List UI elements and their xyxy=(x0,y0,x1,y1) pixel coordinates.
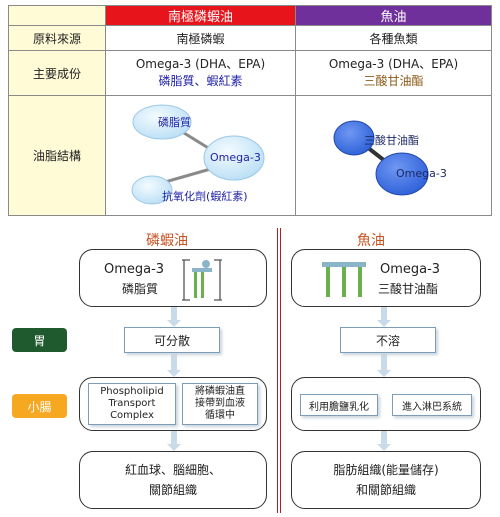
krill-ingredients: Omega-3 (DHA、EPA) 磷脂質、蝦紅素 xyxy=(105,50,296,96)
row-label-structure: 油脂結構 xyxy=(8,95,106,216)
krill-ingredients-line2: 磷脂質、蝦紅素 xyxy=(158,74,243,88)
krill-top-phospholipid: 磷脂質 xyxy=(122,282,159,296)
antioxidant-label: 抗氧化劑(蝦紅素) xyxy=(162,190,248,203)
krill-intestine-box: Phospholipid Transport Complex 將磷蝦油直 接帶到… xyxy=(79,377,267,431)
transport-line2: 接帶到血液 xyxy=(195,398,245,409)
fish-source: 各種魚類 xyxy=(295,25,492,51)
ppc-line2: Transport xyxy=(108,398,156,409)
transport-line1: 將磷蝦油直 xyxy=(195,386,245,397)
fish-bile-emulsify: 利用膽鹽乳化 xyxy=(300,394,378,416)
comparison-table: 南極磷蝦油 魚油 原料來源 南極磷蝦 各種魚類 主要成份 Omega-3 (DH… xyxy=(8,5,492,216)
fish-lymph-system: 進入淋巴系統 xyxy=(392,394,472,416)
fish-ingredients-line2: 三酸甘油酯 xyxy=(363,74,424,88)
krill-molecule-box: Omega-3 磷脂質 xyxy=(79,249,267,307)
fish-result-line2: 和關節組織 xyxy=(355,483,416,497)
fish-ingredients-line1: Omega-3 (DHA、EPA) xyxy=(328,57,459,71)
krill-flow-title: 磷蝦油 xyxy=(146,233,188,249)
fish-result-box: 脂肪組織(能量儲存) 和關節組織 xyxy=(291,451,481,509)
omega3-sphere xyxy=(375,152,429,196)
phospholipid-structure-icon xyxy=(182,259,222,301)
krill-transport-note: 將磷蝦油直 接帶到血液 循環中 xyxy=(182,383,258,425)
fish-flow-title: 魚油 xyxy=(357,233,385,249)
ppc-line3: Complex xyxy=(110,410,154,421)
krill-result-line2: 關節組織 xyxy=(148,483,197,497)
fish-structure-cell: 三酸甘油酯 Omega-3 xyxy=(295,95,492,216)
column-divider xyxy=(277,228,281,513)
fish-molecule-diagram xyxy=(333,120,429,196)
phospholipid-sphere xyxy=(132,104,192,140)
fish-ingredients: Omega-3 (DHA、EPA) 三酸甘油酯 xyxy=(295,50,492,96)
omega3-label-fish: Omega-3 xyxy=(396,167,447,180)
transport-line3: 循環中 xyxy=(205,410,235,421)
krill-result-box: 紅血球、腦細胞、 關節組織 xyxy=(79,451,267,509)
krill-structure-cell: 磷脂質 Omega-3 抗氧化劑(蝦紅素) xyxy=(105,95,296,216)
krill-top-omega3: Omega-3 xyxy=(104,262,165,277)
ppc-line1: Phospholipid xyxy=(100,386,164,397)
triglyceride-label: 三酸甘油酯 xyxy=(364,134,419,147)
fish-stomach-result: 不溶 xyxy=(340,327,436,353)
row-label-ingredients: 主要成份 xyxy=(8,50,106,96)
phospholipid-label: 磷脂質 xyxy=(158,116,191,129)
krill-ingredients-line1: Omega-3 (DHA、EPA) xyxy=(135,57,266,71)
fish-molecule-box: Omega-3 三酸甘油酯 xyxy=(291,249,481,307)
fish-top-triglyceride: 三酸甘油酯 xyxy=(378,282,439,296)
row-label-source: 原料來源 xyxy=(8,25,106,51)
omega3-sphere xyxy=(203,135,265,181)
triglyceride-structure-icon xyxy=(322,262,366,297)
omega3-label-krill: Omega-3 xyxy=(210,151,261,164)
krill-result-line1: 紅血球、腦細胞、 xyxy=(124,463,221,477)
fish-result-line1: 脂肪組織(能量儲存) xyxy=(333,463,439,477)
stomach-stage-label: 胃 xyxy=(12,328,67,352)
fish-top-omega3: Omega-3 xyxy=(380,262,441,277)
krill-molecule-diagram xyxy=(131,104,265,205)
phospholipid-transport-complex: Phospholipid Transport Complex xyxy=(88,383,176,425)
krill-stomach-result: 可分散 xyxy=(124,327,220,353)
antioxidant-sphere xyxy=(131,175,173,205)
triglyceride-sphere xyxy=(333,120,375,156)
fish-intestine-box: 利用膽鹽乳化 進入淋巴系統 xyxy=(291,377,481,431)
small-intestine-stage-label: 小腸 xyxy=(12,394,67,418)
